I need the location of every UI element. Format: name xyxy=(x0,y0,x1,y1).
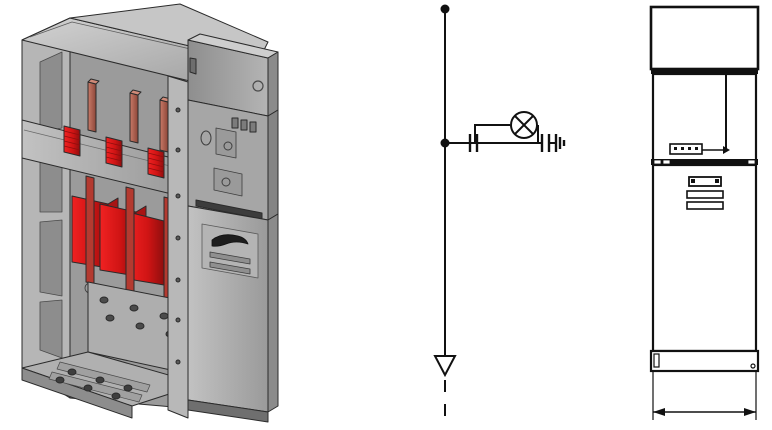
ventilation-louvers xyxy=(209,251,251,275)
width-dimension-line xyxy=(653,408,756,416)
terminal-strip xyxy=(669,143,703,155)
view-single-line xyxy=(310,0,620,430)
plinth-foot-right xyxy=(750,363,756,369)
door-handle xyxy=(211,234,249,247)
voltage-indicator xyxy=(510,111,538,139)
base-frame xyxy=(21,351,201,419)
view-front-elevation: 500 xyxy=(620,0,772,430)
plinth-elev xyxy=(649,349,760,373)
front-elevation-drawing xyxy=(649,5,760,420)
door-handle-elev[interactable] xyxy=(688,176,722,187)
front-door[interactable] xyxy=(187,205,279,423)
internal-arrow xyxy=(702,146,730,154)
cable-compartment-elev xyxy=(651,72,758,163)
plinth-foot-left xyxy=(653,353,660,368)
mechanism-compartment xyxy=(187,99,279,221)
view-isometric-3d xyxy=(0,0,310,430)
single-line-diagram xyxy=(433,4,566,424)
earth-symbol xyxy=(549,134,566,152)
cable-arrow xyxy=(433,355,457,378)
indicator-branch-left xyxy=(474,124,510,143)
louver-slot xyxy=(686,190,724,210)
rear-mounting-plate xyxy=(87,281,181,373)
busbar-bushing xyxy=(63,125,165,179)
busbar-compartment-elev xyxy=(649,5,760,71)
lv-control-box xyxy=(187,33,279,117)
switchgear-cubicle-3d xyxy=(21,3,279,423)
mid-band xyxy=(651,159,758,165)
front-frame-post xyxy=(167,75,189,419)
compartment-divider xyxy=(651,69,758,74)
capacitor-left xyxy=(468,134,479,152)
capacitor-right xyxy=(540,134,551,152)
